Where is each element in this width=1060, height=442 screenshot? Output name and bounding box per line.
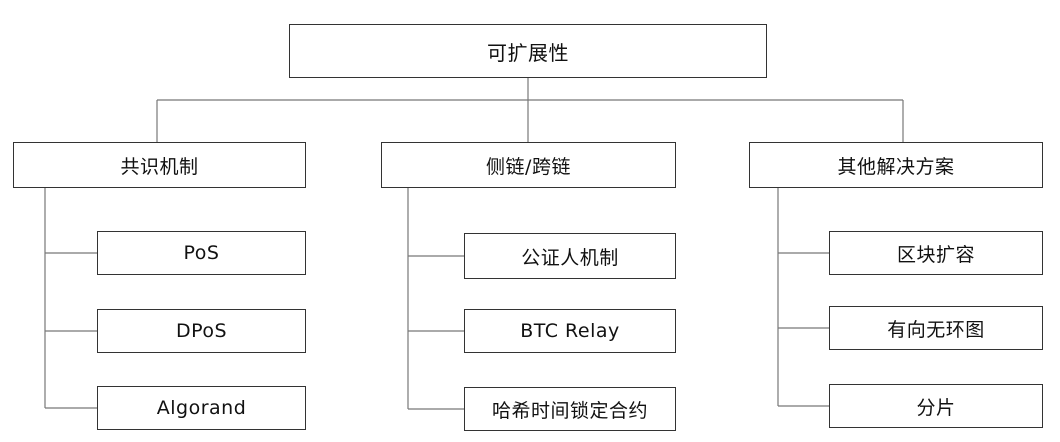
child-node-sharding: 分片 (829, 384, 1043, 428)
root-node: 可扩展性 (289, 24, 767, 78)
branch-label: 共识机制 (120, 155, 199, 178)
branch-label: 其他解决方案 (837, 155, 955, 178)
root-label: 可扩展性 (487, 40, 569, 65)
child-label: 分片 (916, 396, 956, 419)
child-node-btc-relay: BTC Relay (464, 309, 676, 353)
branch-node-sidechain: 侧链/跨链 (381, 142, 676, 188)
child-label: Algorand (156, 397, 247, 419)
child-label: 公证人机制 (521, 246, 619, 269)
child-label: BTC Relay (520, 320, 620, 342)
child-node-dag: 有向无环图 (829, 306, 1043, 350)
child-label: 区块扩容 (896, 243, 975, 266)
child-node-notary: 公证人机制 (464, 233, 676, 279)
child-node-dpos: DPoS (97, 309, 306, 353)
branch-node-consensus: 共识机制 (13, 142, 306, 188)
child-node-htlc: 哈希时间锁定合约 (464, 387, 676, 431)
child-label: DPoS (175, 320, 228, 342)
child-node-algorand: Algorand (97, 386, 306, 430)
child-label: 哈希时间锁定合约 (491, 399, 648, 422)
child-label: PoS (183, 242, 220, 264)
child-node-block-expansion: 区块扩容 (829, 231, 1043, 275)
branch-label: 侧链/跨链 (486, 155, 571, 178)
child-label: 有向无环图 (887, 318, 985, 341)
branch-node-other-solutions: 其他解决方案 (749, 142, 1043, 188)
child-node-pos: PoS (97, 231, 306, 275)
